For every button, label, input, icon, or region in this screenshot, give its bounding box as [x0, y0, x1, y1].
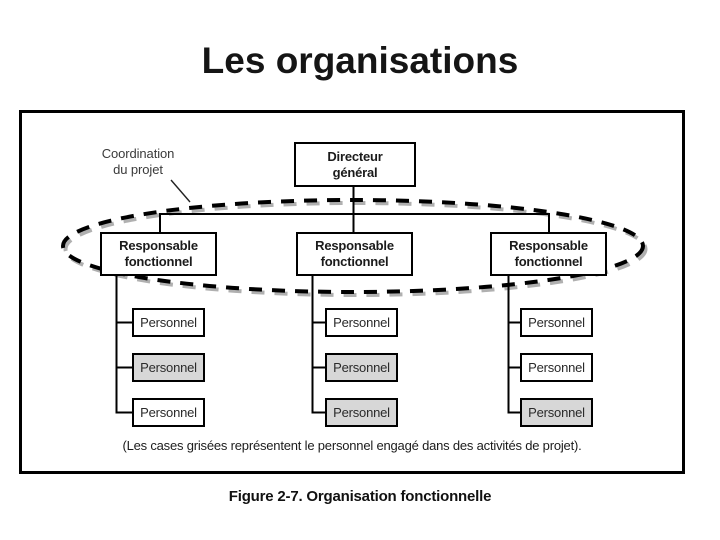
- personnel-box-3-1: Personnel: [520, 308, 593, 337]
- personnel-box-3-2: Personnel: [520, 353, 593, 382]
- personnel-box-2-3: Personnel: [325, 398, 398, 427]
- director-box: Directeur général: [294, 142, 416, 187]
- manager-box-2-line1: Responsable: [315, 238, 394, 253]
- personnel-box-3-3: Personnel: [520, 398, 593, 427]
- director-box-line1: Directeur: [327, 148, 383, 164]
- director-box-line2: général: [332, 164, 378, 180]
- manager-box-2: Responsable fonctionnel: [296, 232, 413, 276]
- personnel-box-2-2: Personnel: [325, 353, 398, 382]
- manager-box-2-line2: fonctionnel: [320, 254, 389, 269]
- manager-box-3-line1: Responsable: [509, 238, 588, 253]
- manager-box-3: Responsable fonctionnel: [490, 232, 607, 276]
- manager-box-1: Responsable fonctionnel: [100, 232, 217, 276]
- personnel-box-2-1: Personnel: [325, 308, 398, 337]
- manager-box-3-line2: fonctionnel: [514, 254, 583, 269]
- page-title: Les organisations: [201, 40, 519, 81]
- coordination-label: Coordination du projet: [68, 146, 208, 178]
- figure-note: (Les cases grisées représentent le perso…: [122, 438, 582, 453]
- personnel-box-1-3: Personnel: [132, 398, 205, 427]
- manager-box-1-line2: fonctionnel: [124, 254, 193, 269]
- coordination-label-line1: Coordination: [101, 146, 175, 161]
- figure-caption: Figure 2-7. Organisation fonctionnelle: [228, 488, 492, 505]
- personnel-box-1-2: Personnel: [132, 353, 205, 382]
- coordination-label-line2: du projet: [113, 162, 163, 177]
- personnel-box-1-1: Personnel: [132, 308, 205, 337]
- manager-box-1-line1: Responsable: [119, 238, 198, 253]
